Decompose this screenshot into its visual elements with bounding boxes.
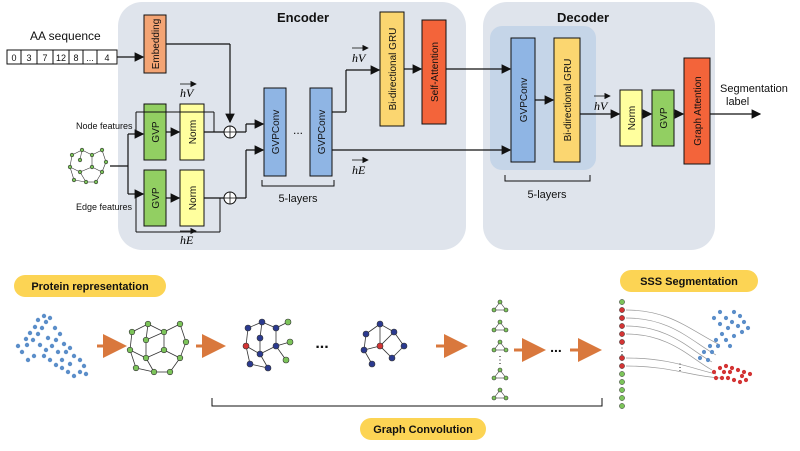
- aa-value: 4: [104, 53, 109, 63]
- segmentation-label-line1: Segmentation: [720, 83, 788, 95]
- he-encoder-bottom: hE: [180, 233, 194, 247]
- pipeline-ellipsis: ...: [550, 339, 562, 355]
- graph-conv-step-1-nodes: [242, 318, 294, 372]
- node-subgraph-column: [491, 299, 509, 401]
- self-attention-label: Self-Attention: [430, 42, 441, 102]
- norm-edge-block: [179, 169, 205, 227]
- graph-conv-step-n-nodes: [360, 320, 408, 368]
- encoder-gvpconv-2: [309, 87, 333, 177]
- gvp-edge-label: GVP: [151, 187, 162, 208]
- segmentation-label-line2: label: [726, 96, 749, 108]
- edge-features-label: Edge features: [76, 202, 133, 212]
- graph-convolution-pill: [360, 418, 486, 440]
- aa-sequence-box: 0 3 7 12 8 ... 4: [6, 49, 118, 65]
- segmented-protein-red: [711, 363, 753, 385]
- gvp-node-label: GVP: [151, 121, 162, 142]
- graph-conv-ellipsis: ...: [315, 335, 328, 352]
- decoder-layers-brace: [504, 175, 591, 182]
- graph-attention-block: [683, 57, 711, 165]
- encoder-bigru-label: Bi-directional GRU: [388, 28, 399, 111]
- decoder-gvpconv-label: GVPConv: [519, 78, 530, 122]
- residue-column-ellipsis: ⋮: [618, 346, 627, 356]
- hv-encoder-mid: hV: [352, 51, 367, 65]
- decoder-layers-label: 5-layers: [527, 189, 567, 201]
- graph-convolution-label: Graph Convolution: [373, 424, 473, 436]
- structure-graph: [129, 323, 187, 373]
- hv-encoder-top: hV: [180, 86, 195, 100]
- embedding-label: Embedding: [151, 19, 162, 70]
- decoder-norm-block: [619, 89, 643, 147]
- aa-value: 3: [26, 53, 31, 63]
- graph-attention-label: Graph Attention: [693, 76, 704, 146]
- graph-conv-step-n: [363, 323, 405, 365]
- aa-value: 12: [56, 53, 66, 63]
- encoder-title: Encoder: [277, 10, 329, 25]
- encoder-gvpconv-1: [263, 87, 287, 177]
- norm-edge-label: Norm: [188, 186, 199, 210]
- decoder-gvp-block: [651, 89, 675, 147]
- aa-value: 8: [73, 53, 78, 63]
- residue-column: [619, 299, 625, 409]
- norm-node-label: Norm: [188, 120, 199, 144]
- encoder-gvpconv-2-label: GVPConv: [317, 110, 328, 154]
- decoder-title: Decoder: [557, 10, 609, 25]
- decoder-bigru-label: Bi-directional GRU: [563, 59, 574, 142]
- protein-point-cloud: [15, 313, 89, 379]
- encoder-panel: [118, 2, 466, 250]
- decoder-gvpconv-block: [510, 37, 536, 163]
- protein-representation-label: Protein representation: [31, 281, 149, 293]
- aa-value: 7: [42, 53, 47, 63]
- segmented-protein-blue: [697, 309, 751, 363]
- protein-graph-icon: [67, 147, 109, 185]
- hv-decoder: hV: [594, 99, 609, 113]
- sss-segmentation-label: SSS Segmentation: [640, 276, 738, 288]
- sss-segmentation-pill: [620, 270, 758, 292]
- encoder-layers-label: 5-layers: [278, 193, 318, 205]
- decoder-bigru-block: [553, 37, 581, 163]
- he-encoder-mid: hE: [352, 163, 366, 177]
- graph-convolution-bracket: [211, 398, 603, 407]
- structure-graph-nodes: [126, 320, 190, 376]
- self-attention-block: [421, 19, 447, 125]
- mapping-lines: [625, 309, 721, 379]
- encoder-bigru-block: [379, 11, 405, 127]
- decoder-norm-label: Norm: [627, 106, 638, 130]
- encoder-layers-brace: [261, 180, 335, 187]
- segmentation-ellipsis: ⋮: [676, 362, 685, 372]
- aa-value: 0: [11, 53, 16, 63]
- aa-sequence-label: AA sequence: [30, 29, 101, 43]
- encoder-gvpconv-ellipsis: ...: [293, 123, 303, 137]
- subgraph-column-ellipsis: ⋮: [495, 355, 505, 366]
- aa-value: ...: [86, 53, 94, 63]
- node-features-label: Node features: [76, 121, 133, 131]
- decoder-gvp-label: GVP: [659, 107, 670, 128]
- protein-representation-pill: [14, 275, 166, 297]
- encoder-gvpconv-1-label: GVPConv: [271, 110, 282, 154]
